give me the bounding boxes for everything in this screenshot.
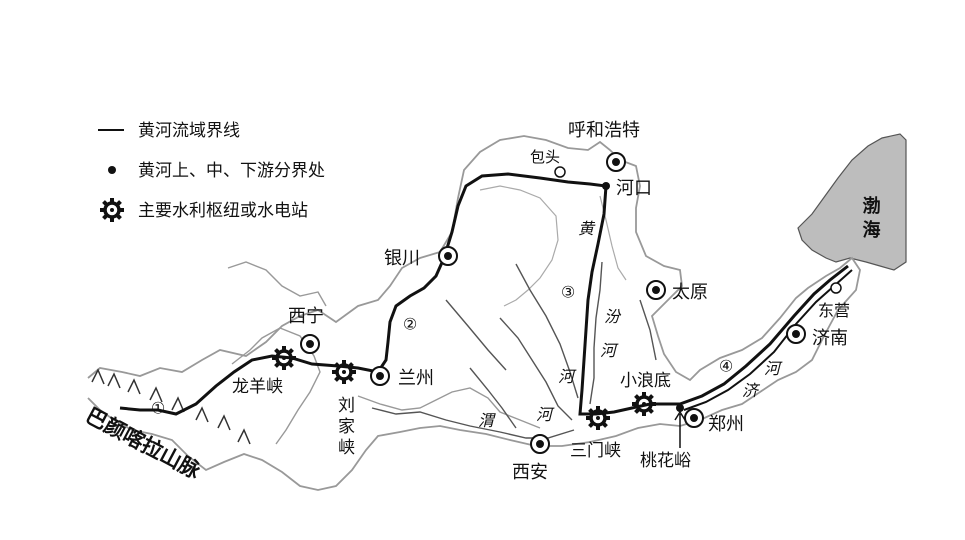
label-xining: 西宁 [288,306,324,327]
label-fen-river-2: 河 [600,341,619,360]
taohuayu-arrow [674,410,686,448]
section-markers: ① ② ③ ④ [151,283,733,418]
section-marker-3: ③ [561,283,575,302]
basin-boundary [87,135,861,491]
city-marker-dongying [830,282,842,294]
hydro-station-icon-liujiaxia [330,358,358,386]
section-marker-2: ② [403,315,417,334]
city-marker-yinchuan [438,246,458,266]
label-yinchuan: 银川 [384,248,420,269]
label-hekou: 河口 [616,178,652,199]
section-marker-1: ① [151,399,165,418]
label-bohai: 渤海 [860,195,881,244]
hydro-station-icon-longyangxia [270,344,298,372]
label-hohhot: 呼和浩特 [568,120,640,141]
tributary [371,261,657,439]
label-yellow-river-1: 黄 [578,219,596,238]
city-marker-jinan [786,324,806,344]
lower-reach-dyke [683,269,853,411]
city-marker-taiyuan [646,280,666,300]
label-lanzhou: 兰州 [398,368,434,389]
division-point-taohuayu [676,404,684,412]
city-markers [300,152,806,454]
city-marker-xining [300,334,320,354]
hydro-station-icon-sanmenxia [584,404,612,432]
label-taohuayu: 桃花峪 [640,451,691,471]
city-marker-hohhot [606,152,626,172]
mountain-marks [91,368,251,445]
label-xiaolangdi: 小浪底 [620,371,671,391]
city-labels: 呼和浩特 包头 河口 银川 西宁 兰州 太原 西安 郑州 济南 东营 [288,120,850,483]
label-jinan: 济南 [812,328,848,349]
label-taiyuan: 太原 [672,282,708,303]
bohai-sea [797,133,907,271]
division-point-hekou [602,182,610,190]
legend-division-label: 黄河上、中、下游分界处 [138,161,325,181]
label-bayankala: 巴颜喀拉山脉 [82,403,205,484]
city-marker-zhengzhou [684,408,704,428]
city-marker-xian [530,434,550,454]
label-longyangxia: 龙羊峡 [232,377,283,397]
section-marker-4: ④ [719,357,733,376]
legend-division-point-icon [108,166,116,174]
label-ji-river-1: 济 [742,381,761,400]
label-wei-river-1: 渭 [478,411,496,430]
river-labels: 黄 汾 河 河 渭 河 济 河 [478,219,783,430]
label-dongying: 东营 [818,301,850,320]
label-sanmenxia: 三门峡 [570,441,621,461]
legend-hydro-station-icon [98,196,126,224]
legend-hydro-label: 主要水利枢纽或水电站 [138,201,308,221]
label-baotou: 包头 [530,148,560,166]
label-fen-river-1: 汾 [604,307,622,326]
label-wei-river-2: 河 [536,405,555,424]
label-liujiaxia: 刘家峡 [334,396,355,459]
place-labels: 龙羊峡 三门峡 小浪底 桃花峪 [232,371,691,471]
city-marker-baotou [554,166,566,178]
label-zhengzhou: 郑州 [708,414,744,435]
label-xian: 西安 [512,462,548,483]
hydro-station-icon-xiaolangdi [630,390,658,418]
legend: 黄河流域界线 黄河上、中、下游分界处 主要水利枢纽或水电站 [98,121,325,224]
legend-boundary-label: 黄河流域界线 [138,121,240,141]
label-ji-river-2: 河 [764,359,783,378]
label-he-1: 河 [558,367,577,386]
city-marker-lanzhou [370,366,390,386]
